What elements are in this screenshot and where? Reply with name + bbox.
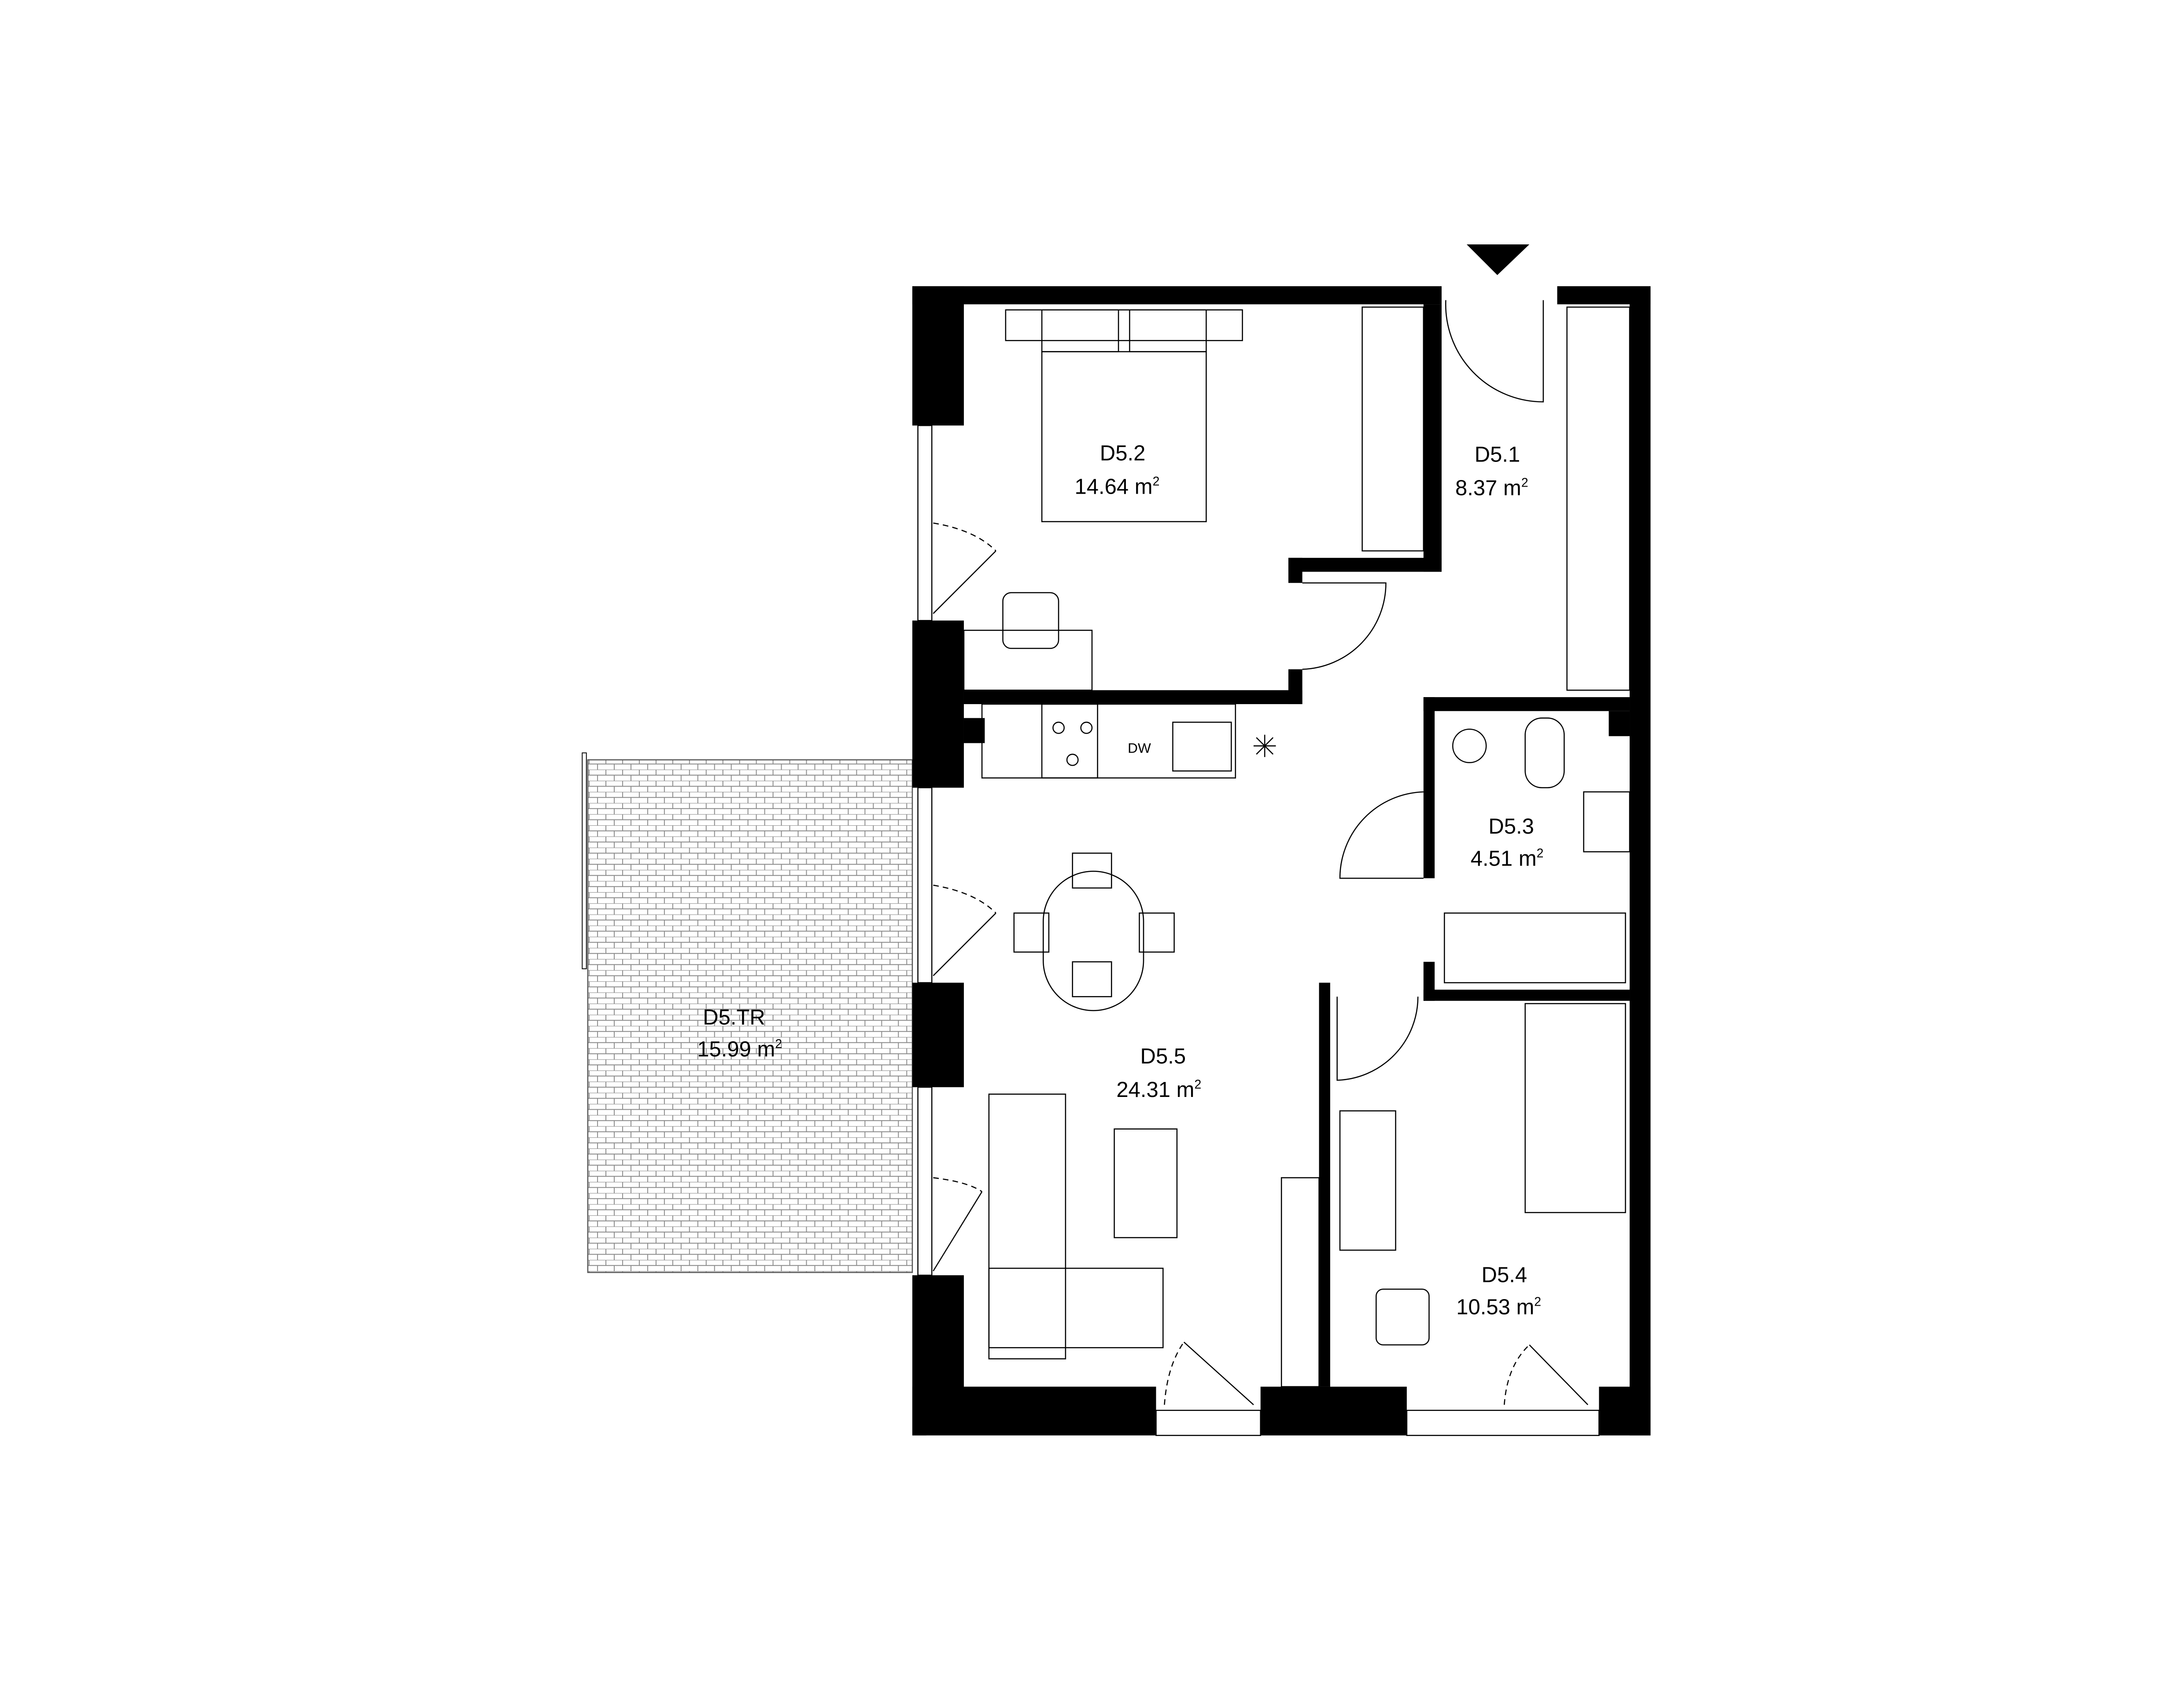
windows — [917, 425, 1600, 1436]
double-bed — [1041, 351, 1207, 522]
svg-text:D5.TR: D5.TR — [703, 1005, 765, 1029]
svg-text:8.37 m2: 8.37 m2 — [1455, 476, 1528, 500]
svg-text:14.64 m2: 14.64 m2 — [1074, 474, 1159, 498]
svg-text:10.53 m2: 10.53 m2 — [1456, 1295, 1541, 1319]
svg-text:D5.3: D5.3 — [1488, 815, 1534, 838]
room-label-d5-3: D5.3 4.51 m2 — [1471, 815, 1544, 871]
svg-text:D5.4: D5.4 — [1482, 1263, 1527, 1287]
furniture — [963, 306, 1631, 1388]
single-bed — [1524, 1003, 1626, 1213]
room-label-d5-tr: D5.TR 15.99 m2 — [697, 1005, 782, 1061]
room-label-d5-5: D5.5 24.31 m2 — [1116, 1045, 1201, 1102]
wardrobe — [1566, 306, 1631, 691]
walls — [912, 286, 1651, 1436]
svg-text:15.99 m2: 15.99 m2 — [697, 1037, 782, 1061]
sofa — [988, 1093, 1066, 1359]
entry-arrow-icon — [1466, 244, 1530, 275]
room-label-d5-1: D5.1 8.37 m2 — [1455, 443, 1528, 500]
dining-table — [1043, 871, 1144, 1012]
rug — [1114, 1128, 1178, 1238]
terrace-d5-tr — [582, 752, 913, 1273]
room-label-d5-2: D5.2 14.64 m2 — [1074, 441, 1159, 498]
svg-text:D5.1: D5.1 — [1475, 443, 1520, 467]
doors — [933, 300, 1589, 1405]
svg-text:D5.2: D5.2 — [1100, 441, 1146, 465]
dishwasher-label: DW — [1128, 740, 1151, 756]
wardrobe — [1361, 306, 1424, 552]
svg-text:4.51 m2: 4.51 m2 — [1471, 846, 1544, 871]
svg-text:24.31 m2: 24.31 m2 — [1116, 1078, 1201, 1102]
svg-text:D5.5: D5.5 — [1140, 1045, 1186, 1068]
desk — [963, 630, 1093, 691]
room-label-d5-4: D5.4 10.53 m2 — [1456, 1263, 1541, 1319]
